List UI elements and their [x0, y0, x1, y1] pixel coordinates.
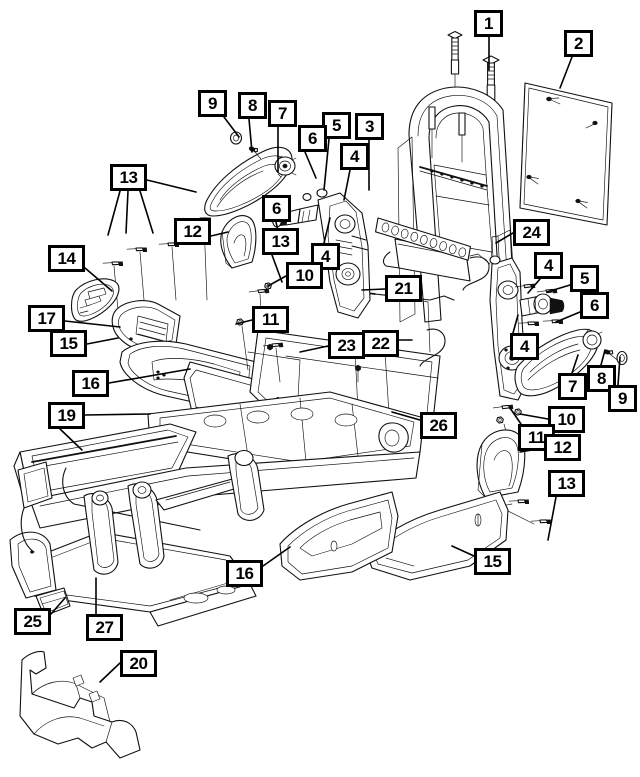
callout-13[interactable]: 13 [110, 164, 147, 191]
part-left-armrest [204, 146, 297, 217]
part-right-pivot-cover [476, 429, 526, 499]
part-seat-switch [111, 300, 181, 353]
callout-22[interactable]: 22 [362, 330, 399, 357]
callout-21[interactable]: 21 [385, 275, 422, 302]
callout-12[interactable]: 12 [544, 434, 581, 461]
callout-9[interactable]: 9 [198, 90, 227, 117]
callout-10[interactable]: 10 [286, 262, 323, 289]
callout-4[interactable]: 4 [534, 252, 563, 279]
part-seat-track-adjuster [9, 391, 425, 627]
callout-7[interactable]: 7 [558, 373, 587, 400]
callout-16[interactable]: 16 [226, 560, 263, 587]
callout-11[interactable]: 11 [252, 306, 289, 333]
part-head-restraint-bolts [447, 30, 500, 119]
callout-19[interactable]: 19 [48, 402, 85, 429]
callout-3[interactable]: 3 [355, 113, 384, 140]
callout-23[interactable]: 23 [328, 332, 365, 359]
callout-27[interactable]: 27 [86, 614, 123, 641]
callout-24[interactable]: 24 [513, 219, 550, 246]
callout-6[interactable]: 6 [580, 292, 609, 319]
callout-4[interactable]: 4 [510, 333, 539, 360]
part-left-pivot-cover [220, 215, 257, 269]
callout-1[interactable]: 1 [474, 10, 503, 37]
callout-26[interactable]: 26 [420, 412, 457, 439]
callout-17[interactable]: 17 [28, 305, 65, 332]
callout-4[interactable]: 4 [340, 143, 369, 170]
callout-13[interactable]: 13 [548, 470, 585, 497]
part-seat-back-panel [519, 82, 613, 226]
callout-13[interactable]: 13 [262, 228, 299, 255]
callout-25[interactable]: 25 [14, 608, 51, 635]
callout-9[interactable]: 9 [608, 385, 637, 412]
callout-8[interactable]: 8 [238, 92, 267, 119]
callout-7[interactable]: 7 [268, 100, 297, 127]
callout-5[interactable]: 5 [570, 265, 599, 292]
callout-16[interactable]: 16 [72, 370, 109, 397]
callout-2[interactable]: 2 [564, 30, 593, 57]
part-front-track-cover [19, 650, 141, 759]
callout-15[interactable]: 15 [474, 548, 511, 575]
callout-6[interactable]: 6 [262, 195, 291, 222]
callout-6[interactable]: 6 [298, 125, 327, 152]
part-seat-back-frame [357, 86, 516, 323]
callout-15[interactable]: 15 [50, 330, 87, 357]
part-right-armrest [514, 328, 603, 397]
callout-12[interactable]: 12 [174, 218, 211, 245]
callout-14[interactable]: 14 [48, 245, 85, 272]
part-right-inboard-shield [279, 491, 399, 581]
callout-20[interactable]: 20 [120, 650, 157, 677]
part-right-recliner-assembly [469, 253, 565, 401]
